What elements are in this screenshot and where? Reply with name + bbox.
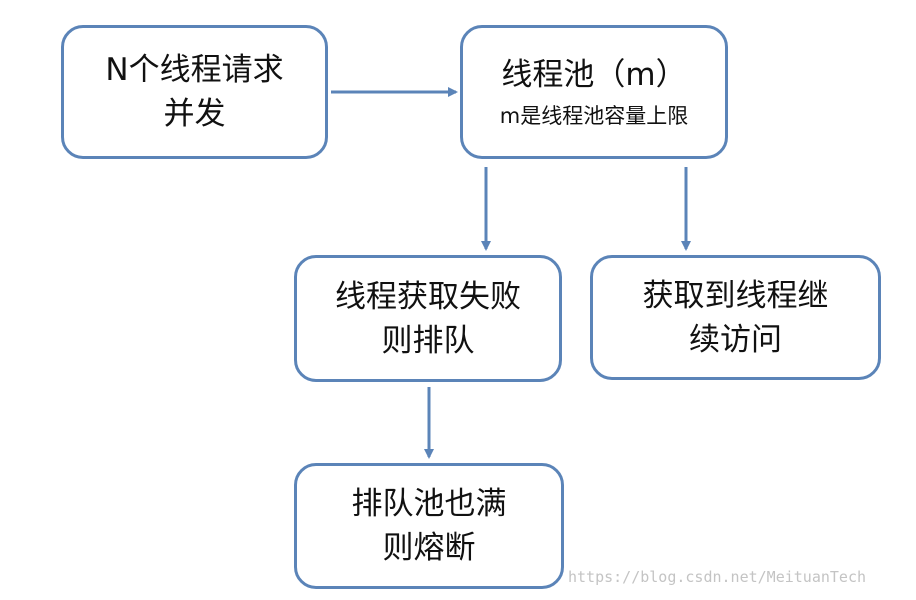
watermark-url: https://blog.csdn.net/MeituanTech (568, 568, 867, 586)
node-acquire-failed-queue: 线程获取失败 则排队 (294, 255, 562, 382)
node-acquired-continue: 获取到线程继 续访问 (590, 255, 881, 380)
node-concurrent-requests: N个线程请求 并发 (61, 25, 328, 159)
node-thread-pool-line1: 线程池（m） (501, 57, 687, 93)
node-queue-full-break: 排队池也满 则熔断 (294, 463, 564, 589)
node-acquired-continue-line2: 续访问 (689, 321, 782, 358)
node-acquire-failed-queue-line2: 则排队 (381, 322, 475, 359)
node-acquire-failed-queue-line1: 线程获取失败 (335, 278, 521, 315)
node-concurrent-requests-line2: 并发 (163, 96, 226, 132)
node-thread-pool-line2: m是线程池容量上限 (499, 104, 689, 128)
node-acquired-continue-line1: 获取到线程继 (642, 277, 829, 314)
node-thread-pool: 线程池（m） m是线程池容量上限 (460, 25, 728, 159)
node-concurrent-requests-line1: N个线程请求 (105, 52, 284, 88)
node-queue-full-break-line1: 排队池也满 (351, 486, 507, 522)
node-queue-full-break-line2: 则熔断 (382, 530, 476, 566)
